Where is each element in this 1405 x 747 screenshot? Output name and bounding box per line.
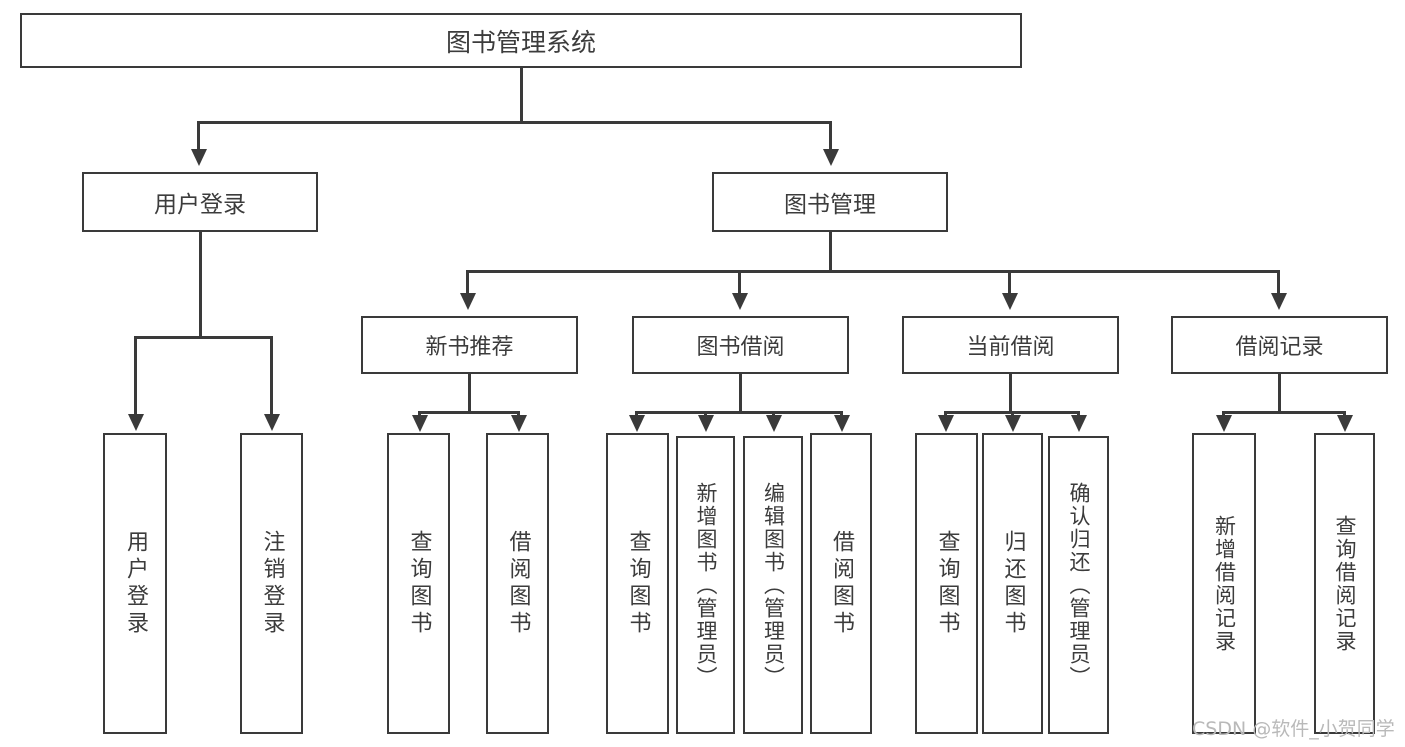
connector-current-borrow-to-leaf-2: [1011, 411, 1014, 418]
leaf-current-borrow-query[interactable]: 查询图书: [915, 433, 978, 734]
leaf-borrow-records-add[interactable]: 新增借阅记录: [1192, 433, 1256, 734]
arrow-root-to-user-login: [190, 149, 207, 166]
connector-new-book-stem: [468, 374, 471, 411]
node-label: 图书借阅: [696, 335, 785, 360]
connector-current-borrow-stem: [1009, 374, 1012, 411]
csdn-watermark: CSDN @软件_小贺同学: [1192, 718, 1395, 740]
connector-user-login-to-leaf-2: [270, 336, 273, 416]
node-current-borrow[interactable]: 当前借阅: [902, 316, 1119, 374]
leaf-book-borrow-add[interactable]: 新增图书（管理员）: [676, 436, 735, 734]
connector-user-login-stem: [198, 232, 202, 336]
connector-book-borrow-stem: [739, 374, 742, 411]
connector-root-stem: [519, 68, 523, 121]
leaf-label: 借阅图书: [829, 529, 854, 638]
arrow-book-borrow-to-leaf-3: [765, 415, 782, 432]
arrow-current-borrow-to-leaf-2: [1004, 415, 1021, 432]
leaf-user-login-signout[interactable]: 注销登录: [240, 433, 303, 734]
arrow-book-manage-to-current-borrow: [1001, 293, 1018, 310]
arrow-borrow-records-to-leaf-2: [1336, 415, 1353, 432]
node-label: 借阅记录: [1235, 335, 1324, 360]
connector-book-borrow-bus: [635, 411, 843, 414]
connector-book-manage-to-new-book: [466, 270, 469, 295]
connector-borrow-records-stem: [1278, 374, 1281, 411]
arrow-book-borrow-to-leaf-2: [697, 415, 714, 432]
arrow-book-manage-to-new-book: [459, 293, 476, 310]
connector-book-manage-stem: [828, 232, 832, 270]
arrow-current-borrow-to-leaf-3: [1070, 415, 1087, 432]
connector-book-manage-to-borrow-records: [1277, 270, 1280, 295]
arrow-book-borrow-to-leaf-1: [628, 415, 645, 432]
arrow-new-book-to-leaf-2: [510, 415, 527, 432]
connector-book-borrow-to-leaf-4: [840, 411, 843, 418]
leaf-book-borrow-edit[interactable]: 编辑图书（管理员）: [743, 436, 803, 734]
node-book-borrow[interactable]: 图书借阅: [632, 316, 849, 374]
connector-borrow-records-to-leaf-1: [1222, 411, 1225, 418]
leaf-label: 查询图书: [625, 529, 651, 638]
node-label: 图书管理: [784, 192, 876, 218]
leaf-label: 注销登录: [259, 529, 285, 638]
node-user-login[interactable]: 用户登录: [82, 172, 318, 232]
connector-new-book-to-leaf-2: [517, 411, 520, 418]
arrow-new-book-to-leaf-1: [411, 415, 428, 432]
node-label: 用户登录: [154, 192, 246, 218]
arrow-current-borrow-to-leaf-1: [937, 415, 954, 432]
connector-borrow-records-to-leaf-2: [1343, 411, 1346, 418]
leaf-label: 归还图书: [1000, 529, 1026, 638]
connector-user-login-bus: [134, 336, 273, 339]
connector-book-borrow-to-leaf-2: [704, 411, 707, 418]
node-label: 新书推荐: [425, 335, 514, 360]
connector-root-bus: [197, 121, 832, 124]
leaf-label: 新增借阅记录: [1212, 514, 1237, 653]
leaf-label: 确认归还（管理员）: [1067, 481, 1091, 689]
connector-book-borrow-to-leaf-1: [635, 411, 638, 418]
connector-user-login-to-leaf-1: [134, 336, 137, 416]
leaf-current-borrow-return[interactable]: 归还图书: [982, 433, 1043, 734]
arrow-root-to-book-manage: [822, 149, 839, 166]
connector-new-book-to-leaf-1: [418, 411, 421, 418]
connector-root-to-book-manage: [829, 121, 832, 149]
leaf-label: 编辑图书（管理员）: [761, 481, 786, 689]
connector-book-manage-bus: [466, 270, 1280, 273]
arrow-borrow-records-to-leaf-1: [1215, 415, 1232, 432]
node-label: 当前借阅: [966, 335, 1055, 360]
leaf-user-login-signin[interactable]: 用户登录: [103, 433, 167, 734]
leaf-borrow-records-query[interactable]: 查询借阅记录: [1314, 433, 1375, 734]
arrow-user-login-to-leaf-1: [127, 414, 144, 431]
leaf-label: 用户登录: [123, 529, 148, 638]
leaf-book-borrow-query[interactable]: 查询图书: [606, 433, 669, 734]
connector-borrow-records-bus: [1222, 411, 1346, 414]
arrow-book-borrow-to-leaf-4: [833, 415, 850, 432]
leaf-label: 新增图书（管理员）: [694, 481, 718, 689]
leaf-label: 查询借阅记录: [1333, 514, 1357, 653]
leaf-book-borrow-borrow[interactable]: 借阅图书: [810, 433, 872, 734]
node-book-management[interactable]: 图书管理: [712, 172, 948, 232]
arrow-book-manage-to-book-borrow: [731, 293, 748, 310]
leaf-current-borrow-confirm-return[interactable]: 确认归还（管理员）: [1048, 436, 1109, 734]
node-root-system[interactable]: 图书管理系统: [20, 13, 1022, 68]
leaf-new-book-query[interactable]: 查询图书: [387, 433, 450, 734]
connector-current-borrow-to-leaf-1: [944, 411, 947, 418]
connector-book-manage-to-current-borrow: [1008, 270, 1011, 295]
connector-new-book-bus: [418, 411, 520, 414]
arrow-user-login-to-leaf-2: [263, 414, 280, 431]
node-borrow-records[interactable]: 借阅记录: [1171, 316, 1388, 374]
connector-book-borrow-to-leaf-3: [772, 411, 775, 418]
leaf-label: 查询图书: [934, 529, 960, 638]
node-new-book-recommend[interactable]: 新书推荐: [361, 316, 578, 374]
node-label: 图书管理系统: [445, 27, 596, 57]
arrow-book-manage-to-borrow-records: [1270, 293, 1287, 310]
leaf-new-book-borrow[interactable]: 借阅图书: [486, 433, 549, 734]
connector-current-borrow-to-leaf-3: [1077, 411, 1080, 418]
leaf-label: 借阅图书: [505, 529, 531, 638]
connector-root-to-user-login: [197, 121, 200, 149]
leaf-label: 查询图书: [406, 529, 432, 638]
connector-book-manage-to-book-borrow: [738, 270, 741, 295]
